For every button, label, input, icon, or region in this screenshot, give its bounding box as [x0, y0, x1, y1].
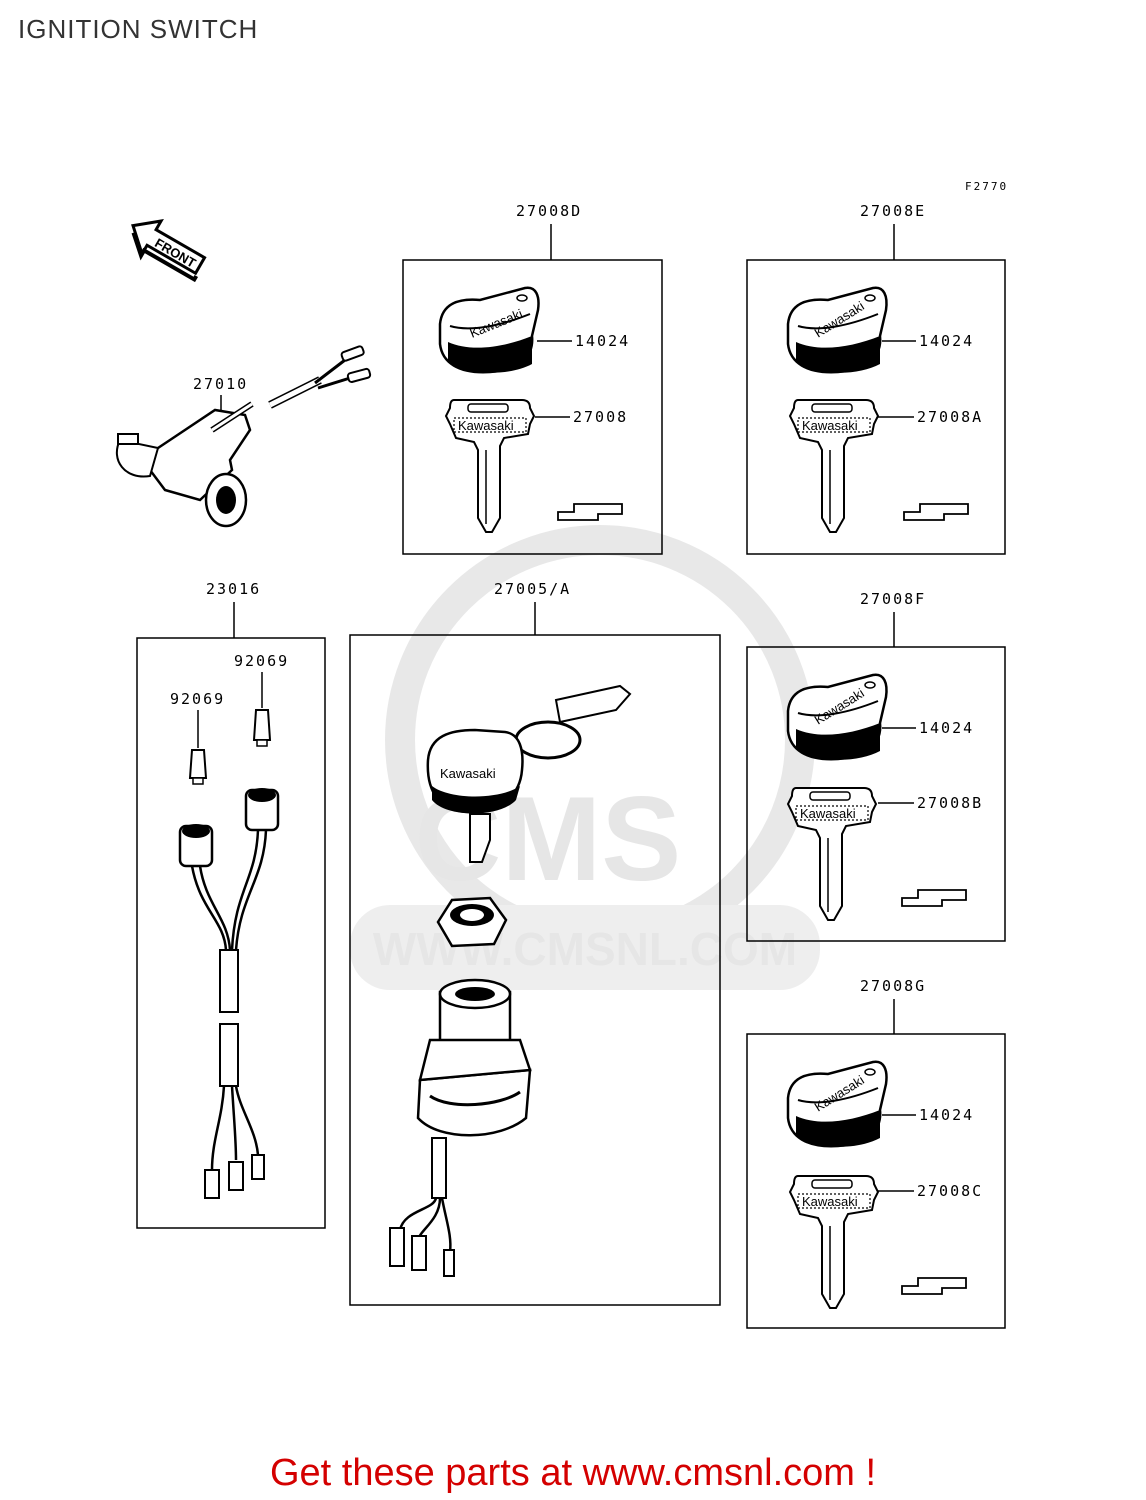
label-27008: 27008 [573, 408, 628, 426]
label-27008g: 27008G [860, 977, 926, 995]
brand-marking: Kawasaki [802, 1194, 858, 1209]
label-14024-f: 14024 [919, 719, 974, 737]
label-23016: 23016 [206, 580, 261, 598]
label-27008a: 27008A [917, 408, 983, 426]
brand-marking: Kawasaki [800, 806, 856, 821]
promo-banner[interactable]: Get these parts at www.cmsnl.com ! [269, 1452, 877, 1494]
label-92069-b: 92069 [170, 690, 225, 708]
page-title: IGNITION SWITCH [18, 14, 259, 44]
group-23016: 23016 92069 92069 [136, 580, 326, 1229]
label-27008d: 27008D [516, 202, 582, 220]
part-27010-switch [115, 345, 372, 528]
brand-marking: Kawasaki [440, 766, 496, 781]
figure-code: F2770 [965, 180, 1008, 193]
label-27010: 27010 [193, 375, 248, 393]
group-27008d: 27008D Kawasaki 14024 Kawasaki 27008 [402, 202, 663, 555]
label-27008c: 27008C [917, 1182, 983, 1200]
group-27005a: 27005/A Kawasaki [349, 580, 721, 1306]
label-27008b: 27008B [917, 794, 983, 812]
label-27005a: 27005/A [494, 580, 571, 598]
label-14024-e: 14024 [919, 332, 974, 350]
watermark-logo: CMS WWW.CMSNL.COM [350, 525, 820, 990]
front-arrow-icon: FRONT [131, 219, 207, 283]
label-14024-g: 14024 [919, 1106, 974, 1124]
label-27008f: 27008F [860, 590, 926, 608]
label-92069-a: 92069 [234, 652, 289, 670]
group-27008f: 27008F Kawasaki 14024 Kawasaki 27008B [746, 590, 1006, 942]
watermark-url: WWW.CMSNL.COM [373, 923, 797, 975]
brand-marking: Kawasaki [458, 418, 514, 433]
label-27008e: 27008E [860, 202, 926, 220]
label-14024-d: 14024 [575, 332, 630, 350]
group-27008g: 27008G Kawasaki 14024 Kawasaki 27008C [746, 977, 1006, 1329]
brand-marking: Kawasaki [802, 418, 858, 433]
group-27008e: 27008E Kawasaki 14024 Kawasaki 27008A [746, 202, 1006, 555]
